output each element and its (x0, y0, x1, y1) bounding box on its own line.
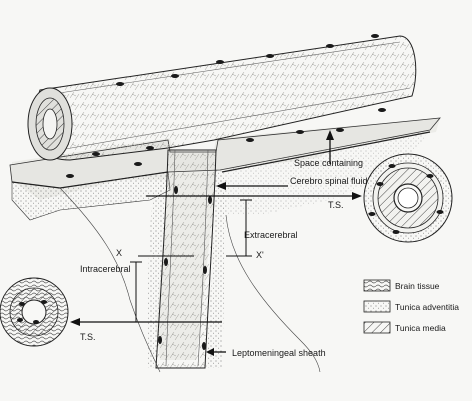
legend-item-adventitia: Tunica adventitia (363, 300, 459, 313)
section-markers (130, 199, 252, 323)
legend-item-media: Tunica media (363, 321, 446, 334)
cross-section-extracerebral (363, 153, 453, 243)
legend-item-brain: Brain tissue (363, 279, 440, 292)
cell-nuclei (66, 34, 386, 350)
brain-slab-edge-right (220, 130, 430, 215)
label-x-prime: X' (256, 250, 264, 260)
label-leptomeningeal: Leptomeningeal sheath (232, 348, 326, 358)
label-ts-right: T.S. (328, 200, 344, 210)
cross-section-intracerebral (0, 277, 69, 347)
arrows (70, 130, 362, 356)
label-csf: Cerebro spinal fluid (290, 176, 368, 186)
label-x: X (116, 248, 122, 258)
label-intracerebral: Intracerebral (80, 264, 131, 274)
legend-label-brain: Brain tissue (395, 281, 440, 291)
legend: Brain tissue Tunica adventitia Tunica me… (363, 279, 459, 334)
legend-label-media: Tunica media (395, 323, 446, 333)
legend-label-adventitia: Tunica adventitia (395, 302, 459, 312)
label-space-containing: Space containing (294, 158, 363, 168)
label-ts-left: T.S. (80, 332, 96, 342)
label-extracerebral: Extracerebral (244, 230, 298, 240)
